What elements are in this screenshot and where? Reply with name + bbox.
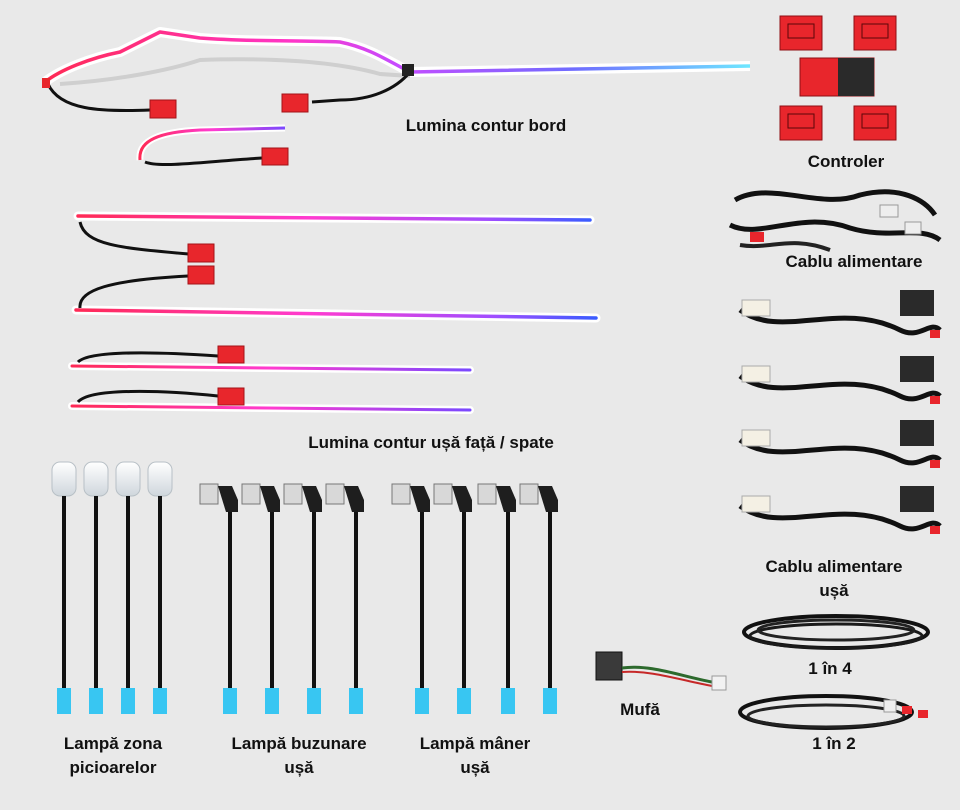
label-power-cable: Cablu alimentare (785, 252, 923, 271)
door-pocket-lamps (199, 483, 364, 714)
footwell-lamps (51, 461, 173, 714)
label-controller: Controler (807, 152, 885, 171)
label-footwell-lamp-line2: picioarelor (69, 758, 157, 777)
door-contour-strips (68, 211, 601, 414)
door-power-cables (738, 290, 942, 534)
label-footwell-lamp: Lampă zona picioarelor (40, 732, 186, 780)
label-dashboard-contour: Lumina contur bord (405, 116, 567, 135)
label-one-to-two: 1 în 2 (812, 734, 856, 753)
label-door-power-cable: Cablu alimentare ușă (746, 555, 922, 603)
connector-plug (595, 651, 727, 691)
one-to-four-cable-coil (742, 614, 930, 650)
one-to-two-cable-coil (738, 694, 928, 730)
controller-modules (779, 15, 897, 141)
label-one-to-four: 1 în 4 (808, 659, 852, 678)
label-door-pocket-lamp-line2: ușă (284, 758, 314, 777)
label-handle-lamp: Lampă mâner ușă (400, 732, 550, 780)
label-door-power-cable-line2: ușă (819, 581, 849, 600)
dashboard-contour-strip (41, 27, 751, 167)
power-cable-bundle (728, 189, 942, 252)
label-door-pocket-lamp: Lampă buzunare ușă (208, 732, 390, 780)
door-handle-lamps (391, 483, 558, 714)
label-door-pocket-lamp-line1: Lampă buzunare (231, 734, 367, 753)
label-footwell-lamp-line1: Lampă zona (63, 734, 163, 753)
label-door-contour: Lumina contur ușă față / spate (308, 433, 554, 452)
label-handle-lamp-line1: Lampă mâner (419, 734, 531, 753)
label-connector: Mufă (620, 700, 660, 719)
label-handle-lamp-line2: ușă (460, 758, 490, 777)
label-door-power-cable-line1: Cablu alimentare (765, 557, 903, 576)
